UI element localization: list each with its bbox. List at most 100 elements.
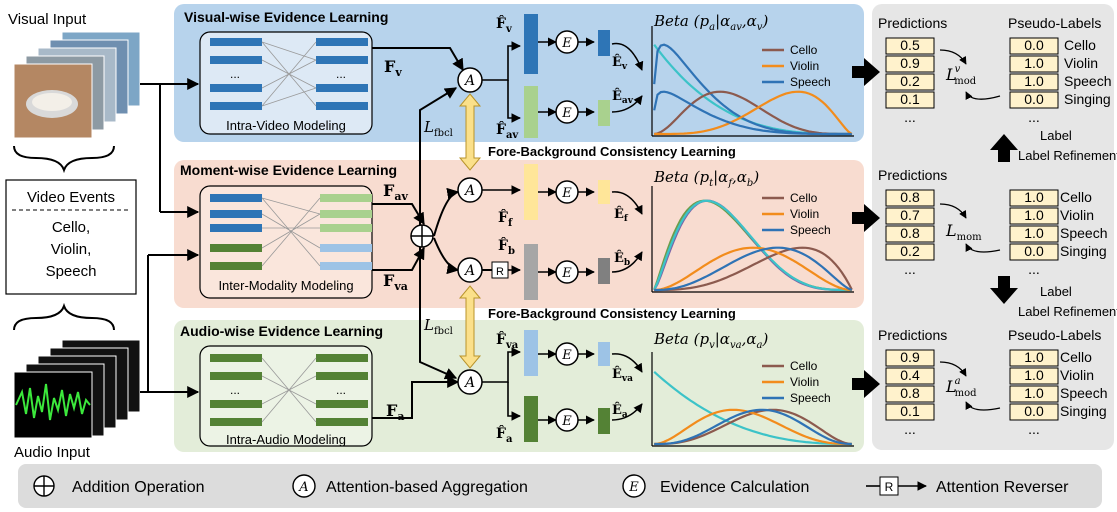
label-bot-box bbox=[1009, 367, 1059, 385]
aggregation-node-audio: A bbox=[457, 369, 483, 395]
pred-mid-value: 0.8 bbox=[900, 189, 920, 205]
legend-agg-symbol: A bbox=[292, 474, 316, 498]
beta-curve-violin bbox=[654, 246, 852, 292]
label-mid-box bbox=[1009, 225, 1059, 243]
label-mid-value: 1.0 bbox=[1024, 189, 1044, 205]
pred-top-value: ... bbox=[904, 109, 916, 125]
class-mid-value: Violin bbox=[1060, 207, 1094, 223]
refine-bot-line1: Label bbox=[1040, 284, 1072, 299]
svg-text:E: E bbox=[561, 36, 572, 51]
pred-mid-value: ... bbox=[904, 261, 916, 277]
beta-curve-speech bbox=[654, 246, 853, 292]
svg-text:R: R bbox=[496, 266, 504, 278]
fhat-b-label: F̂b bbox=[498, 236, 515, 257]
svg-text:A: A bbox=[298, 480, 308, 495]
fhat-v-label: F̂v bbox=[496, 14, 513, 35]
pred-bot-box bbox=[885, 403, 935, 421]
pred-top-value: 0.1 bbox=[900, 91, 920, 107]
label-top-value: ... bbox=[1028, 109, 1040, 125]
label-mid-value: 1.0 bbox=[1024, 207, 1044, 223]
class-bot-value: Violin bbox=[1060, 367, 1094, 383]
aggregation-node-back: A bbox=[457, 257, 483, 283]
label-top-box bbox=[1009, 37, 1059, 55]
svg-text:Violin: Violin bbox=[790, 375, 819, 389]
event-cello: Cello, bbox=[52, 219, 90, 236]
pseudo-title-top: Pseudo-Labels bbox=[1008, 15, 1101, 31]
label-mid-value: ... bbox=[1028, 261, 1040, 277]
pred-mid-box bbox=[885, 225, 935, 243]
class-bot-value: Speech bbox=[1060, 385, 1107, 401]
fbcl-arrow-bottom bbox=[458, 285, 482, 369]
beta-plot-audio bbox=[651, 352, 854, 447]
video-events-box bbox=[5, 179, 137, 295]
refine-bot-label: Label Refinement bbox=[1018, 304, 1117, 319]
label-mid-box bbox=[1009, 207, 1059, 225]
fbcl-loss-top: Lfbcl bbox=[423, 118, 453, 139]
label-top-value: 0.0 bbox=[1024, 91, 1044, 107]
fbcl-loss-bottom: Lfbcl bbox=[423, 316, 453, 337]
svg-text:A: A bbox=[463, 73, 475, 89]
fhat-f-label: F̂f bbox=[498, 208, 513, 229]
legend-addition-text: Addition Operation bbox=[72, 479, 205, 496]
ehat-av-bar bbox=[598, 100, 610, 126]
label-mid-box bbox=[1009, 189, 1059, 207]
pseudo-title-bot: Pseudo-Labels bbox=[1008, 327, 1101, 343]
label-mid-value: 0.0 bbox=[1024, 243, 1044, 259]
visual-branch-title: Visual-wise Evidence Learning bbox=[184, 9, 388, 25]
label-top-box bbox=[1009, 91, 1059, 109]
visual-input-label: Visual Input bbox=[8, 11, 87, 28]
label-column-mid: 1.01.01.00.0... bbox=[1009, 189, 1059, 277]
inter-modality-module bbox=[199, 185, 373, 299]
fhat-va-bar bbox=[524, 330, 538, 376]
class-mid-value: Cello bbox=[1060, 189, 1092, 205]
ehat-f-bar bbox=[598, 180, 610, 204]
svg-text:Speech: Speech bbox=[790, 391, 831, 405]
legend-agg-text: Attention-based Aggregation bbox=[326, 479, 528, 496]
beta-plot-visual bbox=[651, 26, 854, 137]
svg-text:R: R bbox=[885, 480, 894, 494]
pred-mid-value: 0.8 bbox=[900, 225, 920, 241]
pred-top-box bbox=[885, 91, 935, 109]
class-bot-value: Cello bbox=[1060, 349, 1092, 365]
ehat-av-label: Êav bbox=[612, 88, 634, 106]
refine-top-line1: Label bbox=[1040, 128, 1072, 143]
pred-column-bot: 0.90.40.80.1... bbox=[885, 349, 935, 437]
fbcl-label-top: Fore-Background Consistency Learning bbox=[488, 144, 736, 159]
aggregation-node-visual: A bbox=[457, 67, 483, 93]
class-top-value: Violin bbox=[1064, 55, 1098, 71]
pred-column-top: 0.50.90.20.1... bbox=[885, 37, 935, 125]
visual-brace bbox=[13, 145, 115, 174]
legend-evi-symbol: E bbox=[622, 474, 646, 498]
pred-mid-box bbox=[885, 243, 935, 261]
moment-branch-title: Moment-wise Evidence Learning bbox=[180, 162, 397, 178]
svg-text:Violin: Violin bbox=[790, 207, 819, 221]
big-arrow-top bbox=[852, 58, 880, 86]
pred-column-mid: 0.80.70.80.2... bbox=[885, 189, 935, 277]
pred-bot-box bbox=[885, 367, 935, 385]
ehat-b-bar bbox=[598, 258, 610, 284]
ehat-va-label: Êva bbox=[612, 366, 633, 384]
svg-text:Cello: Cello bbox=[790, 359, 818, 373]
label-bot-value: ... bbox=[1028, 421, 1040, 437]
big-arrow-mid bbox=[852, 204, 880, 232]
svg-text:Speech: Speech bbox=[790, 223, 831, 237]
audio-input-label: Audio Input bbox=[14, 444, 91, 461]
beta-visual-title: Beta (pa|αav,αv) bbox=[653, 12, 768, 33]
audio-brace bbox=[13, 302, 115, 331]
legend-audio: Cello Violin Speech bbox=[762, 359, 831, 405]
svg-text:E: E bbox=[561, 414, 572, 429]
loss-mom: Lmom bbox=[945, 221, 982, 243]
reverser-node: R bbox=[482, 261, 509, 279]
ehat-va-bar bbox=[598, 342, 610, 366]
svg-text:Violin: Violin bbox=[790, 59, 819, 73]
svg-text:E: E bbox=[561, 106, 572, 121]
svg-text:...: ... bbox=[230, 383, 240, 397]
fhat-va-label: F̂va bbox=[496, 330, 519, 351]
class-mid-value: Speech bbox=[1060, 225, 1107, 241]
refine-arrow-bot bbox=[990, 276, 1018, 304]
pred-top-value: 0.2 bbox=[900, 73, 920, 89]
fbcl-label-bottom: Fore-Background Consistency Learning bbox=[488, 306, 736, 321]
